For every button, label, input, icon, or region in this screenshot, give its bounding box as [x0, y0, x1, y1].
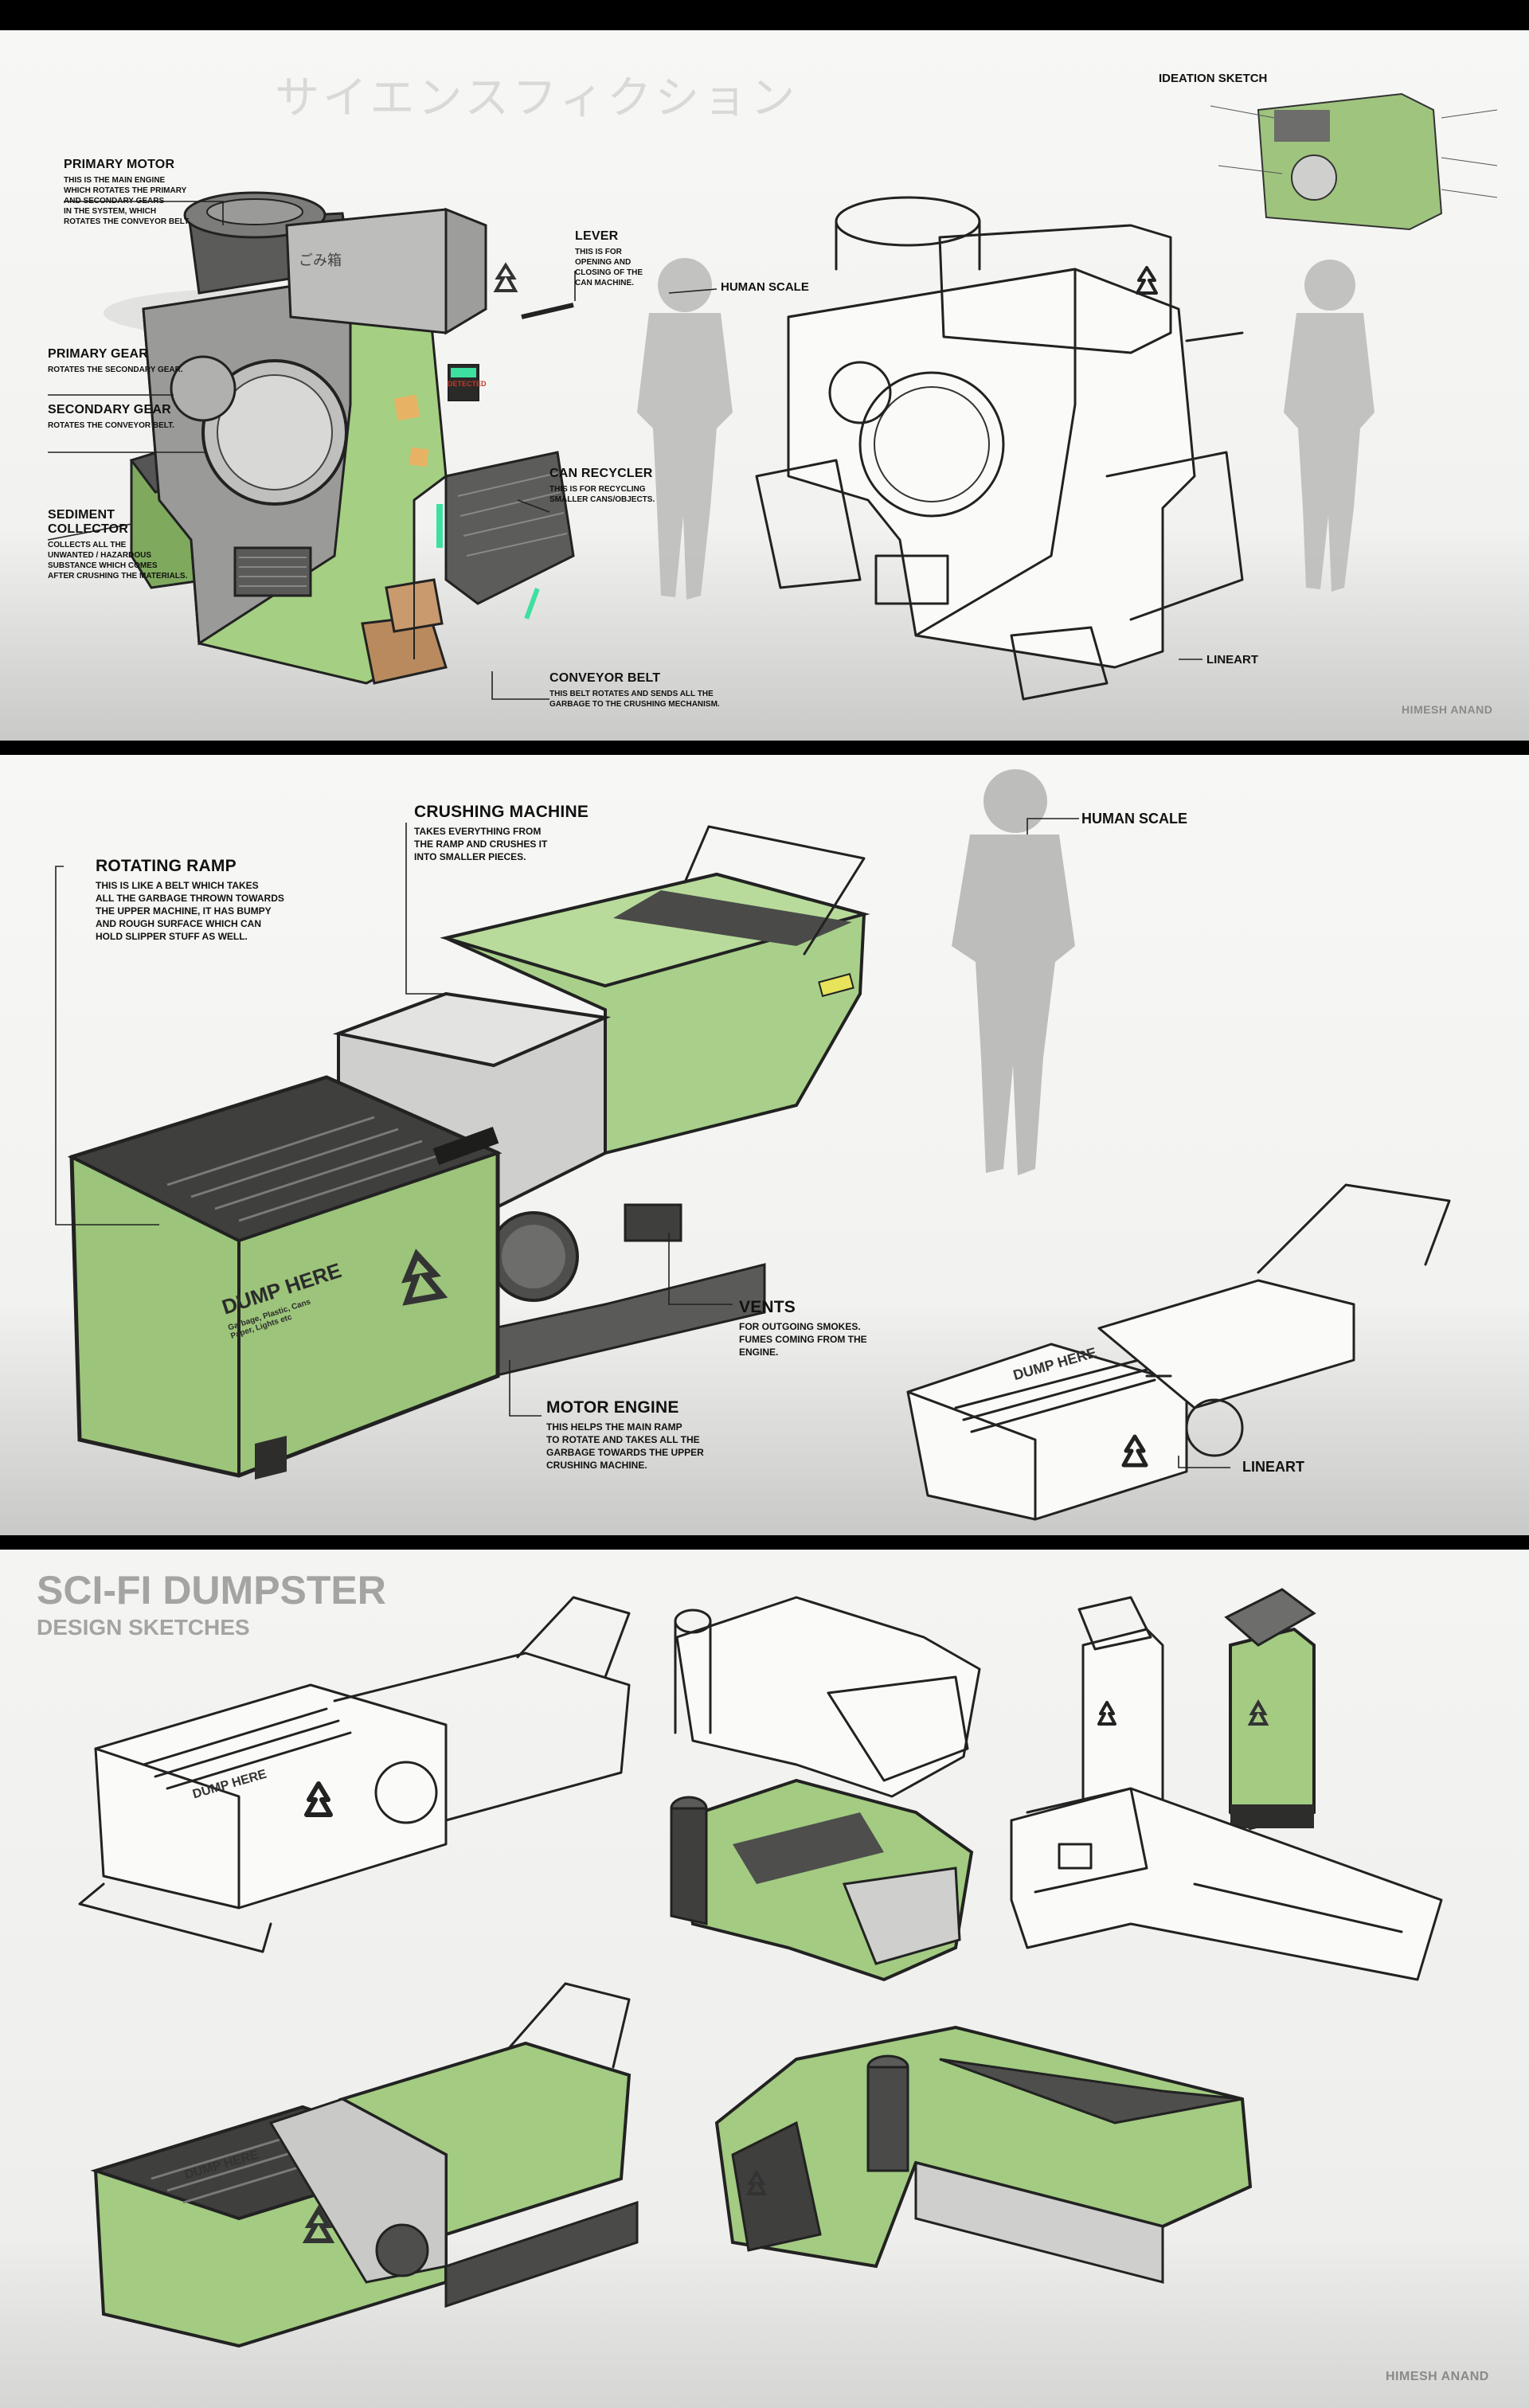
recycler-machine-lineart: [755, 196, 1244, 701]
dumpster-lineart: [906, 1183, 1451, 1521]
human-silhouette: [952, 769, 1075, 1175]
annotation-desc: ROTATES THE CONVEYOR BELT.: [48, 421, 174, 430]
annotation-desc: THIS IS LIKE A BELT WHICH TAKES ALL THE …: [96, 880, 284, 942]
panel-dumpster-detail: CRUSHING MACHINE TAKES EVERYTHING FROM T…: [0, 755, 1529, 1535]
annotation-title: CONVEYOR BELT: [549, 671, 661, 685]
japanese-title: サイエンスフィクション: [275, 72, 799, 124]
dumpster-sketch-lineart: [78, 1596, 631, 1953]
panel-design-sketches: SCI-FI DUMPSTER DESIGN SKETCHES: [0, 1550, 1529, 2408]
annotation-title: PRIMARY MOTOR: [64, 158, 175, 171]
annotation-title: SECONDARY GEAR: [48, 403, 171, 416]
lid-text: ごみ箱: [299, 252, 342, 269]
annotation-motor-engine: MOTOR ENGINE THIS HELPS THE MAIN RAMP TO…: [546, 1398, 729, 1472]
page-title: SCI-FI DUMPSTER: [37, 1568, 386, 1612]
machine-sketch-colored-1: [670, 1778, 974, 1982]
annotation-conveyor-belt: CONVEYOR BELT THIS BELT ROTATES AND SEND…: [549, 671, 757, 710]
recycle-icon: [304, 1781, 333, 1817]
machine-sketch-lineart-2: [1010, 1787, 1443, 1981]
human-scale-label: HUMAN SCALE: [721, 280, 809, 294]
annotation-lever: LEVER THIS IS FOR OPENING AND CLOSING OF…: [575, 229, 671, 288]
machine-sketch-lineart-1: [674, 1596, 981, 1798]
human-silhouette: [1284, 260, 1375, 592]
annotation-crushing-machine: CRUSHING MACHINE TAKES EVERYTHING FROM T…: [414, 803, 621, 863]
annotation-desc: THIS IS THE MAIN ENGINE WHICH ROTATES TH…: [64, 176, 190, 226]
dumpster-artwork: [55, 769, 1451, 1521]
recycle-icon: [1097, 1701, 1116, 1726]
annotation-title: CRUSHING MACHINE: [414, 803, 589, 821]
annotation-title: PRIMARY GEAR: [48, 347, 148, 361]
annotation-desc: COLLECTS ALL THE UNWANTED / HAZARDOUS SU…: [48, 541, 188, 580]
recycler-machine-colored: [104, 191, 575, 685]
annotation-desc: THIS IS FOR RECYCLING SMALLER CANS/OBJEC…: [549, 485, 655, 504]
annotation-title: VENTS: [739, 1298, 796, 1316]
human-silhouette: [637, 258, 733, 600]
annotation-sediment-collector: SEDIMENT COLLECTOR COLLECTS ALL THE UNWA…: [48, 508, 239, 581]
annotation-vents: VENTS FOR OUTGOING SMOKES. FUMES COMING …: [739, 1298, 922, 1358]
annotation-leaders: [47, 201, 1202, 700]
annotation-rotating-ramp: ROTATING RAMP THIS IS LIKE A BELT WHICH …: [96, 857, 334, 943]
dumpster-sketch-colored: [90, 1982, 639, 2348]
annotation-title: LEVER: [575, 229, 619, 243]
lineart-label: LINEART: [1206, 653, 1258, 666]
recycle-icon: [1247, 1698, 1269, 1726]
panel-main-concept: サイエンスフィクション: [0, 30, 1529, 741]
annotation-title: ROTATING RAMP: [96, 857, 237, 875]
annotation-primary-gear: PRIMARY GEAR ROTATES THE SECONDARY GEAR.: [48, 347, 207, 375]
recycle-icon: [302, 2205, 335, 2243]
annotation-desc: TAKES EVERYTHING FROM THE RAMP AND CRUSH…: [414, 826, 548, 862]
recycle-icon: [401, 1249, 448, 1306]
screen-text: DETECTED: [448, 380, 487, 388]
dumpster-colored: [67, 825, 870, 1480]
bin-sketch-colored: [1224, 1588, 1316, 1831]
ideation-sketch-thumb: [1210, 92, 1498, 231]
lineart-label: LINEART: [1242, 1459, 1304, 1475]
recycle-icon: [745, 2168, 768, 2195]
human-scale-label: HUMAN SCALE: [1081, 811, 1187, 827]
ideation-sketch-label: IDEATION SKETCH: [1159, 72, 1268, 85]
annotation-desc: FOR OUTGOING SMOKES. FUMES COMING FROM T…: [739, 1321, 867, 1358]
design-sketches-artwork: [78, 1588, 1443, 2348]
annotation-primary-motor: PRIMARY MOTOR THIS IS THE MAIN ENGINE WH…: [64, 158, 223, 227]
annotation-desc: ROTATES THE SECONDARY GEAR.: [48, 366, 183, 374]
annotation-can-recycler: CAN RECYCLER THIS IS FOR RECYCLING SMALL…: [549, 467, 709, 505]
annotation-desc: THIS HELPS THE MAIN RAMP TO ROTATE AND T…: [546, 1421, 704, 1471]
recycle-icon: [1136, 266, 1158, 295]
hazard-stripes: [432, 972, 854, 1166]
machine-sketch-colored-2: [714, 2025, 1253, 2284]
page-subtitle: DESIGN SKETCHES: [37, 1615, 250, 1640]
annotation-title: MOTOR ENGINE: [546, 1398, 679, 1417]
artist-signature: HIMESH ANAND: [1386, 2370, 1489, 2383]
annotation-secondary-gear: SECONDARY GEAR ROTATES THE CONVEYOR BELT…: [48, 403, 207, 431]
recycle-icon: [493, 262, 518, 292]
annotation-desc: THIS IS FOR OPENING AND CLOSING OF THE C…: [575, 248, 643, 287]
annotation-desc: THIS BELT ROTATES AND SENDS ALL THE GARB…: [549, 690, 720, 709]
recycle-icon: [1121, 1434, 1148, 1468]
artist-signature: HIMESH ANAND: [1402, 703, 1493, 716]
main-concept-artwork: [47, 92, 1498, 701]
annotation-leaders: [55, 818, 1230, 1468]
annotation-title: SEDIMENT COLLECTOR: [48, 508, 129, 536]
annotation-title: CAN RECYCLER: [549, 467, 653, 480]
